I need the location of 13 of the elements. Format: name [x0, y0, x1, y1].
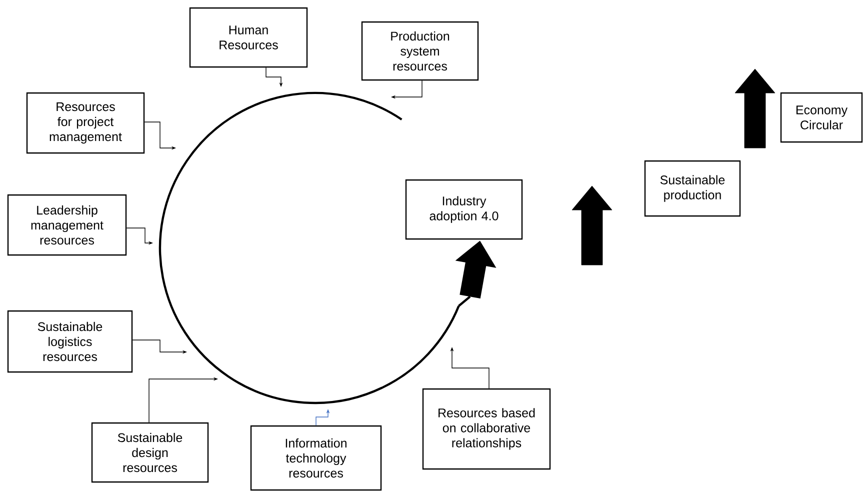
- text-box: Industry adoption 4.0: [405, 179, 523, 240]
- text-box: Information technology resources: [250, 425, 382, 491]
- text-box: Resources for project management: [26, 92, 145, 154]
- block-arrow: [734, 68, 776, 148]
- text-box: Sustainable design resources: [91, 422, 209, 483]
- text-box: Sustainable production: [644, 160, 741, 217]
- text-box: Production system resources: [361, 21, 479, 81]
- text-box: Resources based on collaborative relationships: [422, 388, 551, 470]
- text-box: Leadership management resources: [7, 194, 127, 256]
- text-box: Sustainable logistics resources: [7, 310, 133, 373]
- text-box: Economy Circular: [780, 92, 863, 143]
- text-box: Human Resources: [189, 7, 308, 68]
- block-arrow: [572, 186, 612, 266]
